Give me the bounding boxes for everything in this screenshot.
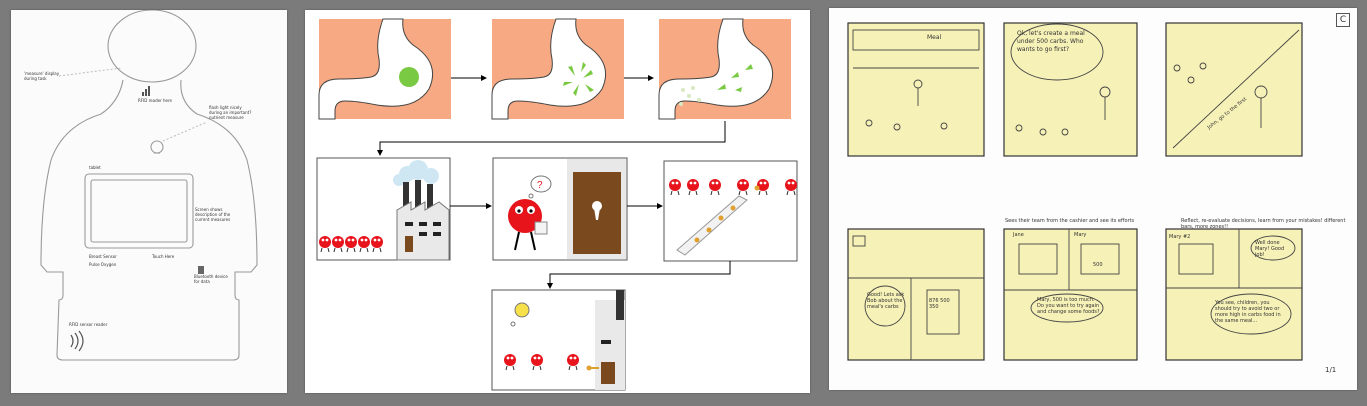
panel1-sign: Meal — [927, 34, 942, 41]
stomach-frame-1 — [318, 18, 452, 120]
happy-frame — [491, 289, 626, 391]
panel5-tag-right: Mary — [1074, 232, 1087, 238]
factory-frame — [316, 157, 451, 261]
breast-sensor-label: Breast Sensor — [89, 254, 117, 259]
rfid-bottom-label: RFID sensor reader — [69, 322, 108, 327]
sketch-panel: 'measure' display during task RFID reade… — [11, 10, 287, 393]
storyboard-frames: ? — [316, 18, 798, 391]
panel2-speech: Ok, let's create a meal under 500 carbs.… — [1017, 30, 1085, 53]
comic-panel: C Meal Ok, let's create a meal under 500… — [829, 8, 1357, 390]
panel6b-speech: You see, children, you should try to avo… — [1215, 300, 1281, 324]
stomach-frame-2 — [491, 18, 625, 120]
tablet-label: tablet — [89, 165, 101, 170]
light-note: flash light nicely during an important? … — [209, 105, 252, 120]
panel5b-speech: Mary, 500 is too much. Do you want to tr… — [1037, 297, 1100, 315]
caption-right: Reflect, re-evaluate decisions, learn fr… — [1181, 218, 1346, 230]
display-note: 'measure' display during task — [24, 71, 60, 81]
panel4-speech: Good! Lets ask Bob about the meal's carb… — [867, 292, 905, 310]
bluetooth-note: Bluetooth device for data — [194, 274, 228, 284]
body-outline-sketch — [40, 10, 258, 361]
door-frame — [492, 157, 628, 261]
comic-frames — [847, 22, 1303, 361]
stomach-frame-3 — [658, 18, 792, 120]
question-mark: ? — [537, 180, 543, 191]
rfid-reader-label: RFID reader here — [138, 98, 173, 103]
screen-note: Screen shows description of the current … — [195, 207, 231, 222]
caption-mid: Sees their team from the cashier and see… — [1005, 218, 1135, 224]
touch-here-label: Touch Here — [152, 254, 175, 259]
panel5-value: 500 — [1093, 262, 1103, 268]
panel5-tag-left: Jane — [1013, 232, 1024, 238]
storyboard-panel: ? — [305, 10, 810, 393]
pulse-oxygen-label: Pulse Oxygen — [89, 262, 117, 267]
keys-frame — [663, 160, 798, 262]
page-letter: C — [1336, 13, 1350, 27]
panel4-screen: 876 500 350 — [929, 298, 950, 310]
panel6-speech: Well done Mary! Good job! — [1255, 240, 1285, 258]
page-number: 1/1 — [1325, 366, 1337, 374]
panel6-tag: Mary #2 — [1169, 234, 1191, 240]
